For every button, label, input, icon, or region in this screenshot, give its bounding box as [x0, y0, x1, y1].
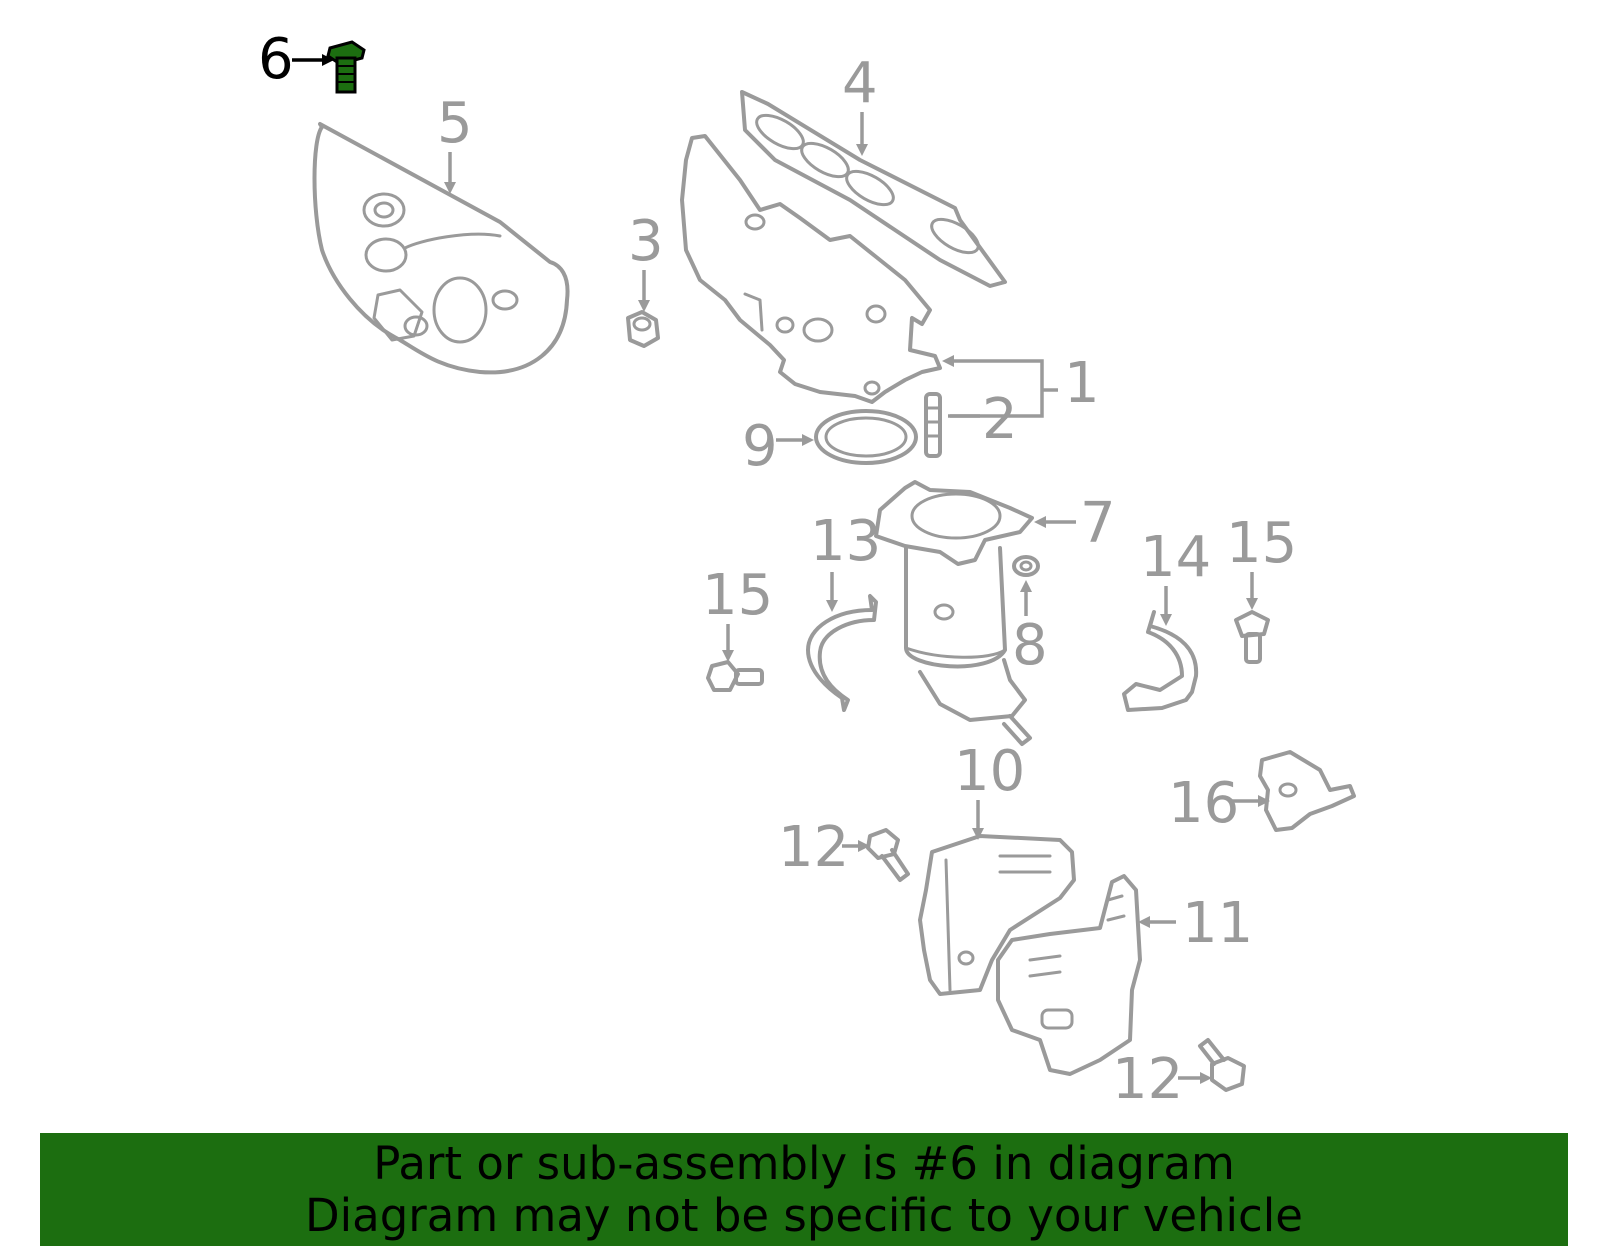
info-banner: Part or sub-assembly is #6 in diagram Di… — [40, 1133, 1568, 1246]
leader-14-arrowhead — [1160, 614, 1172, 626]
part-13-bracket-left — [806, 594, 878, 712]
callout-9: 9 — [742, 414, 778, 479]
part-8-small-nut — [1012, 555, 1040, 577]
leader-6-arrowhead — [322, 54, 334, 66]
leader-13-arrowhead — [826, 600, 838, 612]
part-3-nut — [626, 310, 660, 348]
banner-line-2: Diagram may not be specific to your vehi… — [305, 1188, 1303, 1242]
leader-3-arrowhead — [638, 300, 650, 312]
leader-16-arrowhead — [1258, 795, 1270, 807]
callout-10: 10 — [954, 739, 1025, 804]
part-12-bolt-upper — [866, 828, 910, 882]
callout-2: 2 — [982, 387, 1018, 452]
part-15-bolt-right — [1234, 610, 1270, 664]
part-15-bolt-left — [706, 660, 764, 692]
part-1-exhaust-manifold — [680, 134, 942, 404]
leader-10-arrowhead — [972, 828, 984, 840]
leader-1-arrowhead — [942, 355, 954, 367]
part-4-manifold-gasket — [740, 90, 1007, 288]
leader-15a-arrowhead — [722, 650, 734, 662]
callout-13: 13 — [810, 509, 881, 574]
callout-15b: 15 — [1226, 511, 1297, 576]
callout-5: 5 — [437, 91, 473, 156]
callout-8: 8 — [1012, 613, 1048, 678]
banner-line-1: Part or sub-assembly is #6 in diagram — [373, 1136, 1235, 1190]
part-6-bolt-highlighted[interactable] — [326, 40, 366, 94]
part-12-bolt-lower — [1198, 1038, 1246, 1092]
leader-12a-arrowhead — [858, 840, 870, 852]
callout-3: 3 — [628, 209, 664, 274]
leader-5-arrowhead — [444, 182, 456, 194]
leader-12b-arrowhead — [1200, 1072, 1212, 1084]
leader-8-arrowhead — [1020, 580, 1032, 592]
part-16-bracket — [1258, 750, 1356, 832]
leader-15b-arrowhead — [1246, 598, 1258, 610]
part-14-bracket-right — [1122, 610, 1199, 712]
leader-4-arrowhead — [856, 144, 868, 156]
part-10-lower-heat-shield — [918, 834, 1076, 996]
part-7-catalytic-converter — [874, 480, 1034, 746]
leader-9-arrowhead — [802, 434, 814, 446]
leader-7-arrowhead — [1034, 516, 1046, 528]
part-2-stud — [924, 392, 942, 458]
callout-11: 11 — [1182, 891, 1253, 956]
part-5-heat-shield — [312, 122, 570, 375]
part-9-ring-gasket — [814, 409, 918, 465]
part-11-lower-heat-shield — [996, 874, 1142, 1076]
callout-1: 1 — [1064, 351, 1100, 416]
callout-4: 4 — [842, 51, 878, 116]
callout-15a: 15 — [702, 563, 773, 628]
callout-14: 14 — [1140, 525, 1211, 590]
callout-12a: 12 — [778, 815, 849, 880]
callout-6: 6 — [258, 27, 294, 92]
callout-12b: 12 — [1112, 1047, 1183, 1112]
callout-16: 16 — [1168, 771, 1239, 836]
callout-7: 7 — [1080, 491, 1116, 556]
leader-11-arrowhead — [1138, 916, 1150, 928]
